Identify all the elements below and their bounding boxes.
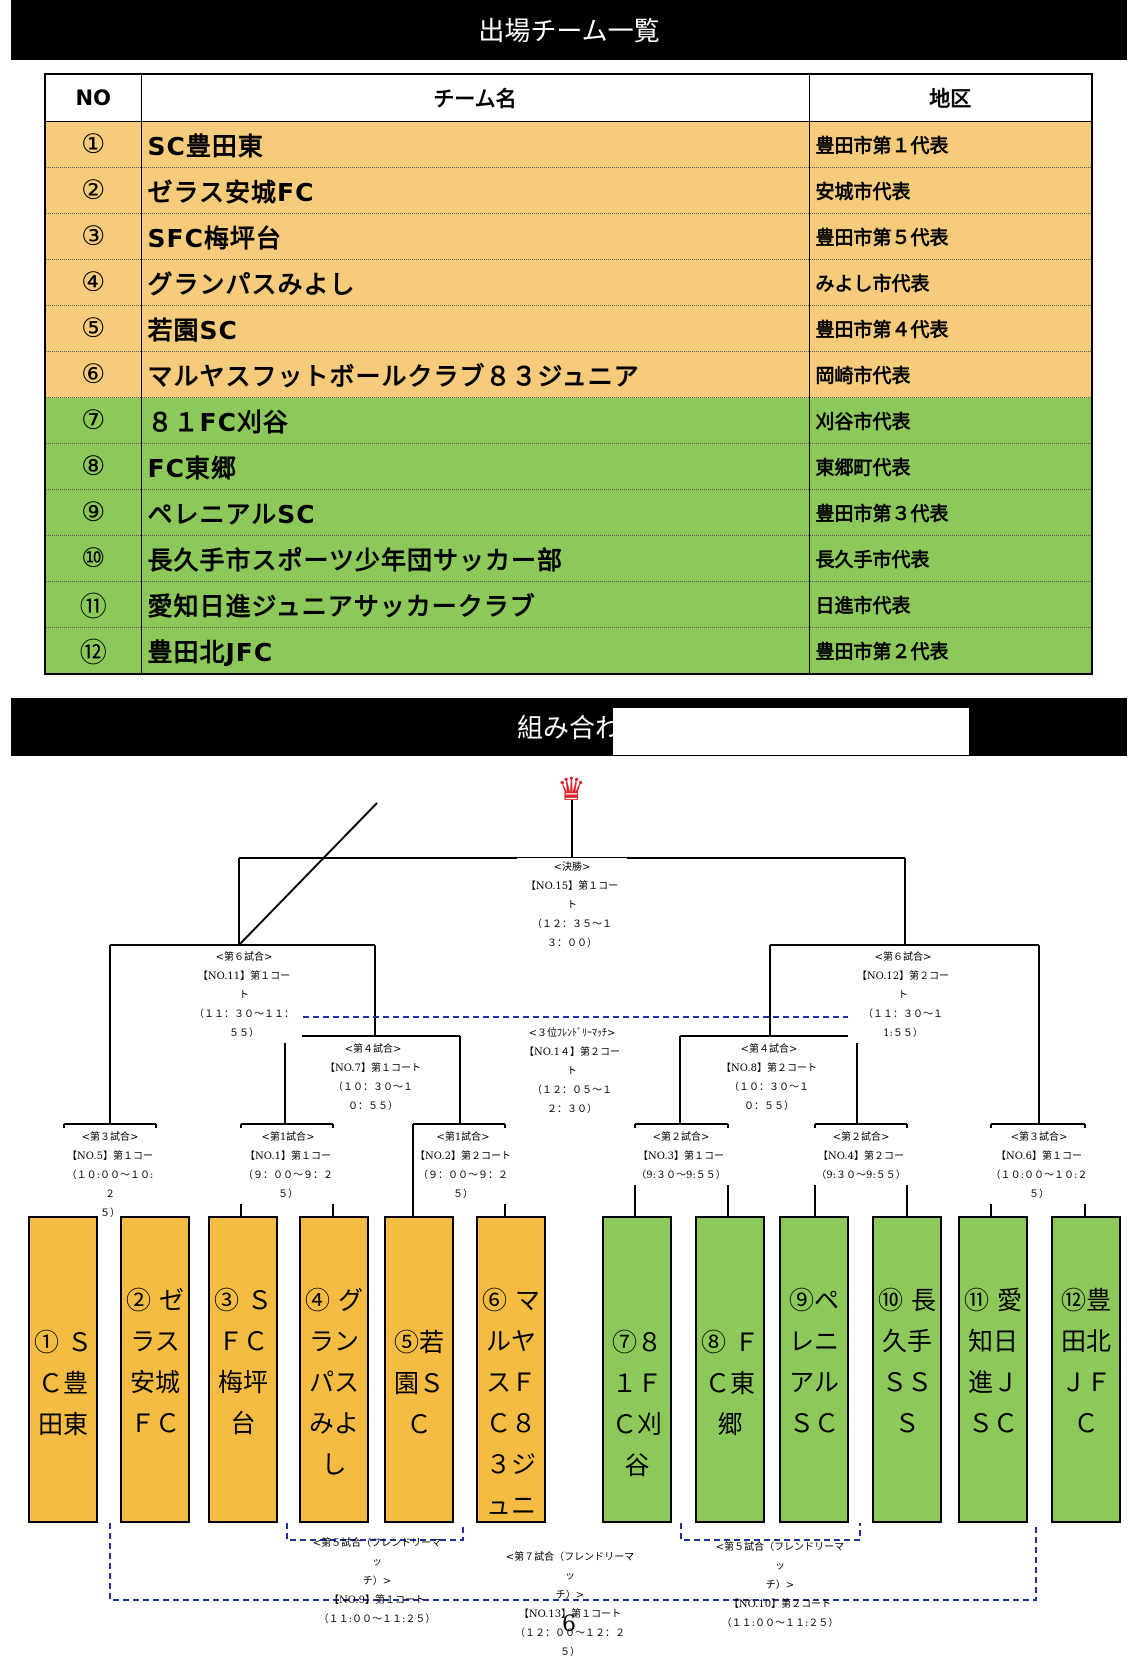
- bracket-team-6: ⑥ マルヤスＦＣ８３ジュニア: [476, 1216, 546, 1523]
- team-area: 豊田市第１代表: [808, 121, 1092, 168]
- team-name: 若園SC: [140, 305, 809, 352]
- bracket-team-4: ④ グランパスみよし: [299, 1216, 369, 1523]
- match-no9: <第５試合（フレンドリーマッチ）>【NO.9】第１コート（１１:００～１１:２５…: [312, 1538, 442, 1625]
- bracket-team-10: ⑩ 長久手ＳＳＳ: [872, 1216, 942, 1523]
- match-no3: <第２試合>【NO.3】第１コー（9:３０～9:５５）: [632, 1128, 730, 1185]
- team-name: ペレニアルSC: [140, 489, 809, 536]
- match-no13: <第７試合（フレンドリーマッチ）>【NO.13】第１コート（１２：００～１２：２…: [505, 1552, 635, 1658]
- team-area: 東郷町代表: [808, 443, 1092, 490]
- team-name: ８１FC刈谷: [140, 397, 809, 444]
- team-name: SFC梅坪台: [140, 213, 809, 260]
- team-no: ⑦: [44, 397, 141, 444]
- team-name: FC東郷: [140, 443, 809, 490]
- team-area: 豊田市第２代表: [808, 627, 1092, 674]
- team-area: 豊田市第４代表: [808, 305, 1092, 352]
- team-area: 刈谷市代表: [808, 397, 1092, 444]
- crown-icon: ♛: [557, 770, 586, 808]
- team-list-header: 出場チーム一覧: [11, 0, 1127, 60]
- team-area: 豊田市第５代表: [808, 213, 1092, 260]
- team-no: ⑩: [44, 535, 141, 582]
- team-area: 日進市代表: [808, 581, 1092, 628]
- team-name: 愛知日進ジュニアサッカークラブ: [140, 581, 809, 628]
- header-redaction: [613, 708, 969, 755]
- bracket-team-11: ⑪ 愛知日進ＪＳＣ: [958, 1216, 1028, 1523]
- bracket-team-7: ⑦８１ＦＣ刈谷: [602, 1216, 672, 1523]
- team-name: マルヤスフットボールクラブ８３ジュニア: [140, 351, 809, 398]
- team-area: 岡崎市代表: [808, 351, 1092, 398]
- bracket-team-2: ② ゼラス安城ＦＣ: [120, 1216, 190, 1523]
- column-header-team-name: チーム名: [140, 74, 809, 122]
- team-area: 長久手市代表: [808, 535, 1092, 582]
- bracket-team-1: ① ＳＣ豊田東: [28, 1216, 98, 1523]
- team-name: ゼラス安城FC: [140, 167, 809, 214]
- team-no: ⑪: [44, 581, 141, 628]
- bracket-team-9: ⑨ペレニアルＳＣ: [779, 1216, 849, 1523]
- team-no: ⑧: [44, 443, 141, 490]
- team-name: グランパスみよし: [140, 259, 809, 306]
- team-no: ②: [44, 167, 141, 214]
- team-no: ③: [44, 213, 141, 260]
- bracket-team-8: ⑧ ＦＣ東郷: [695, 1216, 765, 1523]
- table-header-row: NO チーム名 地区: [44, 74, 1092, 122]
- match-no10: <第５試合（フレンドリーマッチ）>【NO.10】第２コート（１１:００～１１:２…: [715, 1542, 845, 1629]
- team-name: 豊田北JFC: [140, 627, 809, 674]
- team-name: SC豊田東: [140, 121, 809, 168]
- team-no: ⑤: [44, 305, 141, 352]
- team-no: ⑨: [44, 489, 141, 536]
- team-name: 長久手市スポーツ少年団サッカー部: [140, 535, 809, 582]
- team-area: 豊田市第３代表: [808, 489, 1092, 536]
- team-no: ⑥: [44, 351, 141, 398]
- bracket-team-5: ⑤若園ＳＣ: [384, 1216, 454, 1523]
- bracket-team-3: ③ ＳＦＣ梅坪台: [208, 1216, 278, 1523]
- team-no: ④: [44, 259, 141, 306]
- column-header-area: 地区: [808, 74, 1092, 122]
- page-number: 6: [562, 1612, 576, 1637]
- team-no: ⑫: [44, 627, 141, 674]
- team-no: ①: [44, 121, 141, 168]
- bracket-team-12: ⑫豊田北ＪＦＣ: [1051, 1216, 1121, 1523]
- match-no4: <第２試合>【NO.4】第２コー（9:３０～9:５５）: [812, 1128, 910, 1185]
- team-area: みよし市代表: [808, 259, 1092, 306]
- column-header-no: NO: [44, 74, 141, 122]
- team-area: 安城市代表: [808, 167, 1092, 214]
- match-no11: <第６試合>【NO.11】第１コート（１１：３０～１１：５５）: [186, 948, 302, 1043]
